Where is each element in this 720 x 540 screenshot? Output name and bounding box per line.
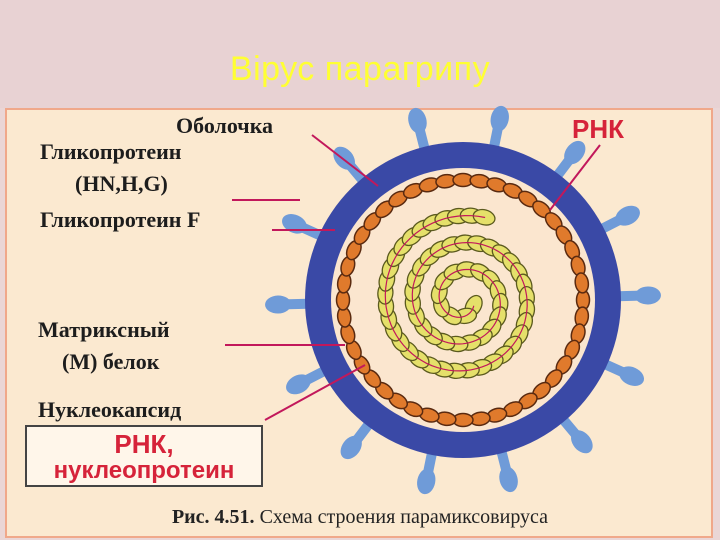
caption-prefix: Рис. 4.51. (171, 506, 255, 528)
caption-text: Схема строения парамиксовируса (254, 506, 549, 528)
glycoprotein-spikes (265, 105, 661, 495)
rna-strand (384, 214, 528, 372)
spike-head (571, 430, 593, 454)
title-bar (0, 0, 720, 108)
label-glycoprotein-hn-line1: Гликопротеин (40, 139, 182, 164)
label-matrix-line1: Матриксный (38, 317, 170, 342)
label-rna-top: РНК (572, 114, 624, 144)
spike-head (408, 107, 427, 134)
spike-head (634, 286, 661, 305)
spike-head (615, 205, 640, 226)
spike-head (619, 366, 645, 386)
rna-nucleoprotein-box: РНК, нуклеопротеин (25, 425, 263, 487)
spike-head (265, 295, 292, 314)
envelope-inner-space (331, 168, 595, 432)
label-matrix-line2: (М) белок (62, 349, 160, 374)
label-arrows (225, 134, 601, 421)
spike-head (340, 435, 362, 460)
spike-head (564, 140, 586, 165)
spike-head (499, 466, 518, 493)
spike-head (286, 374, 311, 395)
spike-head (281, 214, 307, 234)
matrix-protein-layer (335, 172, 591, 428)
figure-caption: Рис. 4.51. Схема строения парамиксовирус… (0, 506, 720, 529)
label-envelope: Оболочка (176, 113, 274, 138)
nucleocapsid-spiral (377, 207, 536, 380)
label-glycoprotein-hn-line2: (HN,H,G) (75, 171, 168, 196)
label-nucleocapsid: Нуклеокапсид (38, 397, 182, 422)
label-glycoprotein-f: Гликопротеин F (40, 207, 201, 232)
spike-head (417, 468, 436, 495)
rna-box-line2: нуклеопротеин (53, 457, 235, 484)
spike-head (490, 105, 509, 132)
slide-title: Вірус парагрипу (229, 50, 491, 88)
rna-box-line1: РНК, (114, 429, 174, 459)
matrix-bead (574, 272, 590, 294)
